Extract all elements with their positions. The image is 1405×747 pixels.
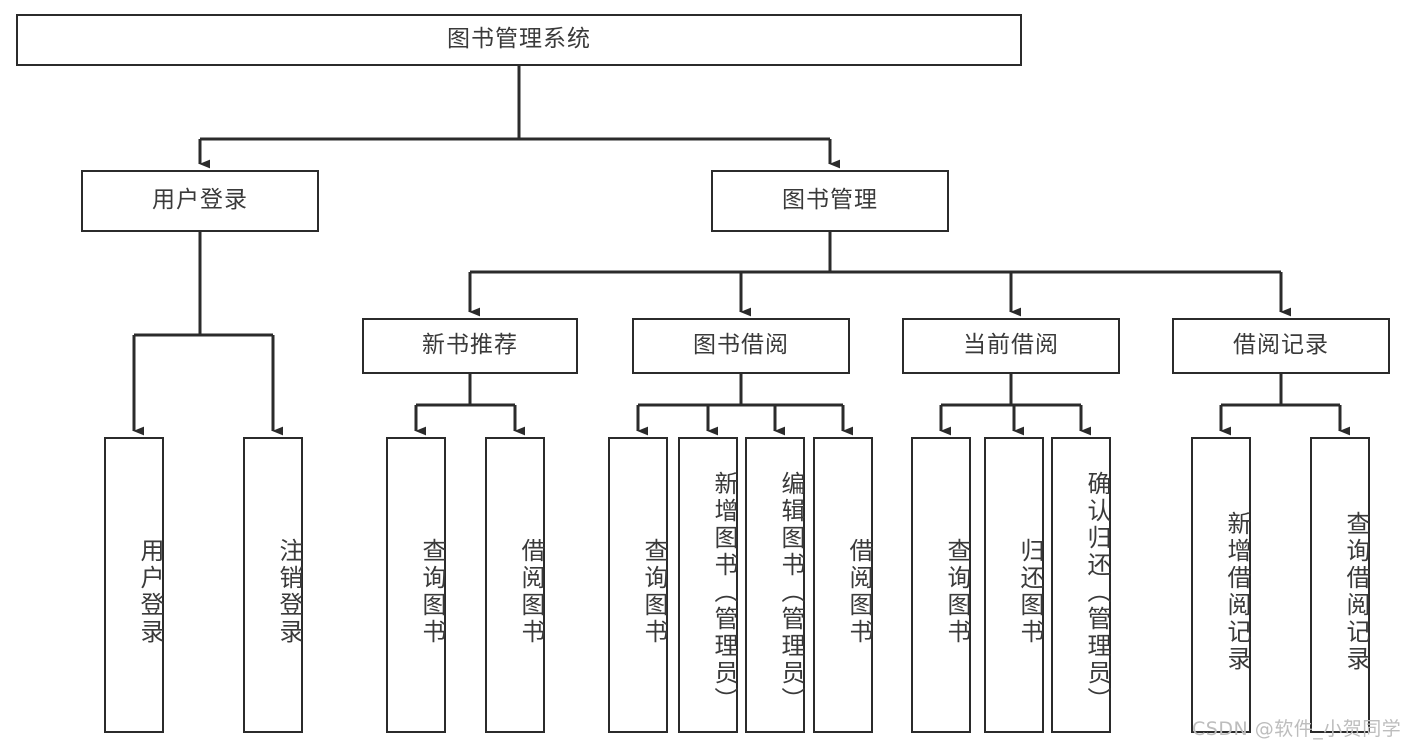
node-leaf-borrow-book-2[interactable]: 借阅图书 [813,437,873,733]
node-borrow-record-label: 借阅记录 [1233,332,1329,359]
node-leaf-add-record[interactable]: 新增借阅记录 [1191,437,1251,733]
node-leaf-user-login-label: 用户登录 [136,538,164,646]
node-leaf-user-login[interactable]: 用户登录 [104,437,164,733]
node-leaf-query-book-3[interactable]: 查询图书 [911,437,971,733]
node-leaf-add-book[interactable]: 新增图书（管理员） [678,437,738,733]
node-leaf-query-record[interactable]: 查询借阅记录 [1310,437,1370,733]
node-user-login-label: 用户登录 [152,187,248,214]
node-new-book-rec[interactable]: 新书推荐 [362,318,578,374]
node-leaf-borrow-book-1-label: 借阅图书 [517,538,545,646]
node-root[interactable]: 图书管理系统 [16,14,1022,66]
node-current-borrow-label: 当前借阅 [963,332,1059,359]
node-leaf-edit-book[interactable]: 编辑图书（管理员） [745,437,805,733]
watermark-text: CSDN @软件_小贺同学 [1192,718,1402,740]
node-book-borrow[interactable]: 图书借阅 [632,318,850,374]
node-leaf-return-book[interactable]: 归还图书 [984,437,1044,733]
node-leaf-borrow-book-1[interactable]: 借阅图书 [485,437,545,733]
node-leaf-confirm-return-label: 确认归还（管理员） [1083,470,1111,714]
node-book-borrow-label: 图书借阅 [693,332,789,359]
node-leaf-query-book-2-label: 查询图书 [640,538,668,646]
node-leaf-query-record-label: 查询借阅记录 [1342,511,1370,673]
node-leaf-return-book-label: 归还图书 [1016,538,1044,646]
node-root-label: 图书管理系统 [447,26,591,53]
node-leaf-add-book-label: 新增图书（管理员） [710,470,738,714]
node-leaf-query-book-2[interactable]: 查询图书 [608,437,668,733]
node-current-borrow[interactable]: 当前借阅 [902,318,1120,374]
node-book-manage[interactable]: 图书管理 [711,170,949,232]
node-book-manage-label: 图书管理 [782,187,878,214]
node-leaf-borrow-book-2-label: 借阅图书 [845,538,873,646]
node-leaf-logout-label: 注销登录 [275,538,303,646]
node-leaf-query-book-1-label: 查询图书 [418,538,446,646]
node-user-login[interactable]: 用户登录 [81,170,319,232]
node-leaf-edit-book-label: 编辑图书（管理员） [777,470,805,714]
node-leaf-query-book-1[interactable]: 查询图书 [386,437,446,733]
node-new-book-rec-label: 新书推荐 [422,332,518,359]
node-leaf-logout[interactable]: 注销登录 [243,437,303,733]
node-leaf-query-book-3-label: 查询图书 [943,538,971,646]
node-leaf-add-record-label: 新增借阅记录 [1223,511,1251,673]
node-leaf-confirm-return[interactable]: 确认归还（管理员） [1051,437,1111,733]
node-borrow-record[interactable]: 借阅记录 [1172,318,1390,374]
